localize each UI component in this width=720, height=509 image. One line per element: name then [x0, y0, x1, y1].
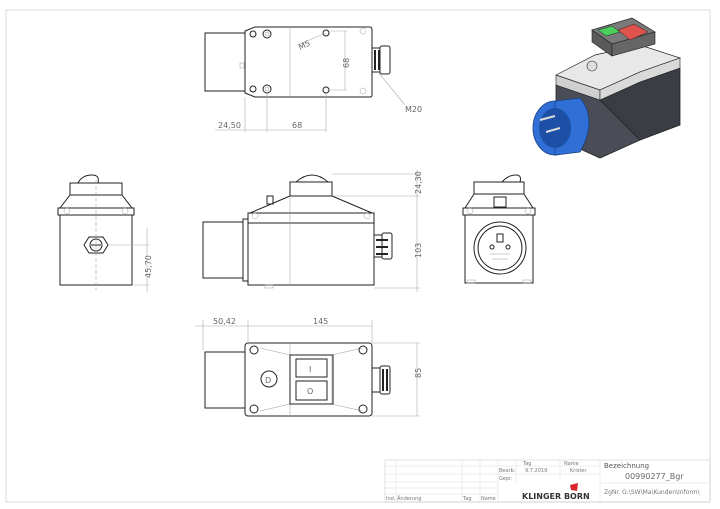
iso-view	[532, 17, 682, 159]
switch-on-label: I	[309, 365, 311, 374]
footer-name: Name	[481, 496, 496, 502]
footer-change: Änderung	[397, 495, 421, 502]
dim-50-42: 50,42	[213, 317, 236, 326]
row-gepr: Gepr.	[499, 476, 513, 482]
badge-label: D	[265, 376, 271, 385]
bottom-view: D I O 50,42 145 85	[195, 317, 423, 417]
dim-24-30: 24,30	[414, 171, 423, 194]
front-view: 24,30 103	[202, 170, 423, 292]
col-tag: Tag	[522, 461, 531, 467]
left-view: 45,70	[57, 174, 153, 292]
col-name: Name	[564, 461, 579, 467]
dim-145: 145	[313, 317, 328, 326]
dim-103: 103	[414, 243, 423, 258]
title-block: Tag Name Bearb. 9.7.2019 Krister Gepr. I…	[384, 459, 711, 503]
dim-45-70: 45,70	[144, 255, 153, 278]
bearb-date: 9.7.2019	[525, 468, 547, 474]
dim-24-50: 24,50	[218, 121, 241, 130]
row-bearb: Bearb.	[499, 468, 516, 474]
sheet-border	[5, 9, 711, 503]
right-view	[462, 174, 536, 284]
footer-tag: Tag	[462, 496, 471, 502]
dim-85: 85	[414, 368, 423, 378]
designation-value: 00990277_Bgr	[625, 472, 684, 481]
dim-m20: M20	[405, 105, 422, 114]
dim-68-horizontal: 68	[292, 121, 302, 130]
dim-68-vertical: 68	[342, 58, 351, 68]
drawing-path: ZgNr. G:\SW\Ma\Kunden\Inform\	[604, 489, 701, 496]
top-view: M5 68 M20 24,50 68	[204, 26, 422, 132]
company-name: KLINGER BORN	[522, 492, 590, 501]
designation-label: Bezeichnung	[604, 462, 649, 470]
footer-ind: Ind.	[386, 496, 396, 502]
bearb-name: Krister	[570, 468, 587, 474]
dim-m5: M5	[297, 39, 312, 52]
klinger-born-logo-icon	[570, 483, 578, 491]
switch-off-label: O	[307, 387, 313, 396]
